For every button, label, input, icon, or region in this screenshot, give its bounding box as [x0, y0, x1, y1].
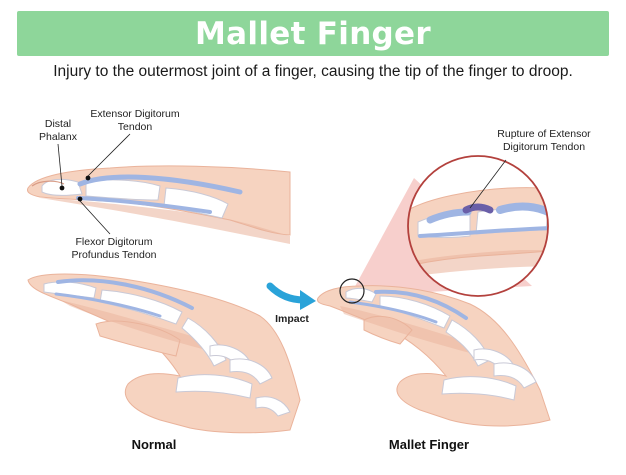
label-distal-phalanx-line1: Distal — [44, 118, 72, 130]
label-flexor-line2: Profundus Tendon — [71, 249, 157, 261]
label-distal-phalanx-line2: Phalanx — [39, 131, 77, 143]
label-flexor-line1: Flexor Digitorum — [75, 236, 153, 248]
label-extensor-line1: Extensor Digitorum — [90, 108, 180, 120]
normal-finger-closeup — [27, 133, 291, 244]
label-rupture-line2: Digitorum Tendon — [502, 141, 586, 153]
curved-arrow-icon — [266, 282, 316, 310]
extensor-marker — [85, 175, 91, 181]
normal-hand — [27, 273, 301, 434]
label-impact: Impact — [275, 313, 309, 325]
distal-phalanx-marker — [59, 185, 65, 191]
label-flexor-tendon: Flexor Digitorum Profundus Tendon — [54, 236, 174, 262]
title-banner: Mallet Finger — [17, 11, 609, 56]
caption-normal: Normal — [131, 437, 177, 452]
flexor-marker — [77, 196, 83, 202]
page-title: Mallet Finger — [195, 15, 431, 52]
magnifier-circle-icon — [407, 155, 549, 297]
fingertip-highlight-circle — [339, 278, 365, 304]
label-extensor-line2: Tendon — [117, 121, 153, 133]
caption-mallet-finger: Mallet Finger — [388, 437, 470, 452]
label-distal-phalanx: Distal Phalanx — [28, 118, 88, 144]
label-extensor-tendon: Extensor Digitorum Tendon — [80, 108, 190, 134]
label-rupture: Rupture of Extensor Digitorum Tendon — [484, 128, 604, 154]
label-rupture-line1: Rupture of Extensor — [497, 128, 591, 140]
subtitle: Injury to the outermost joint of a finge… — [53, 63, 573, 80]
